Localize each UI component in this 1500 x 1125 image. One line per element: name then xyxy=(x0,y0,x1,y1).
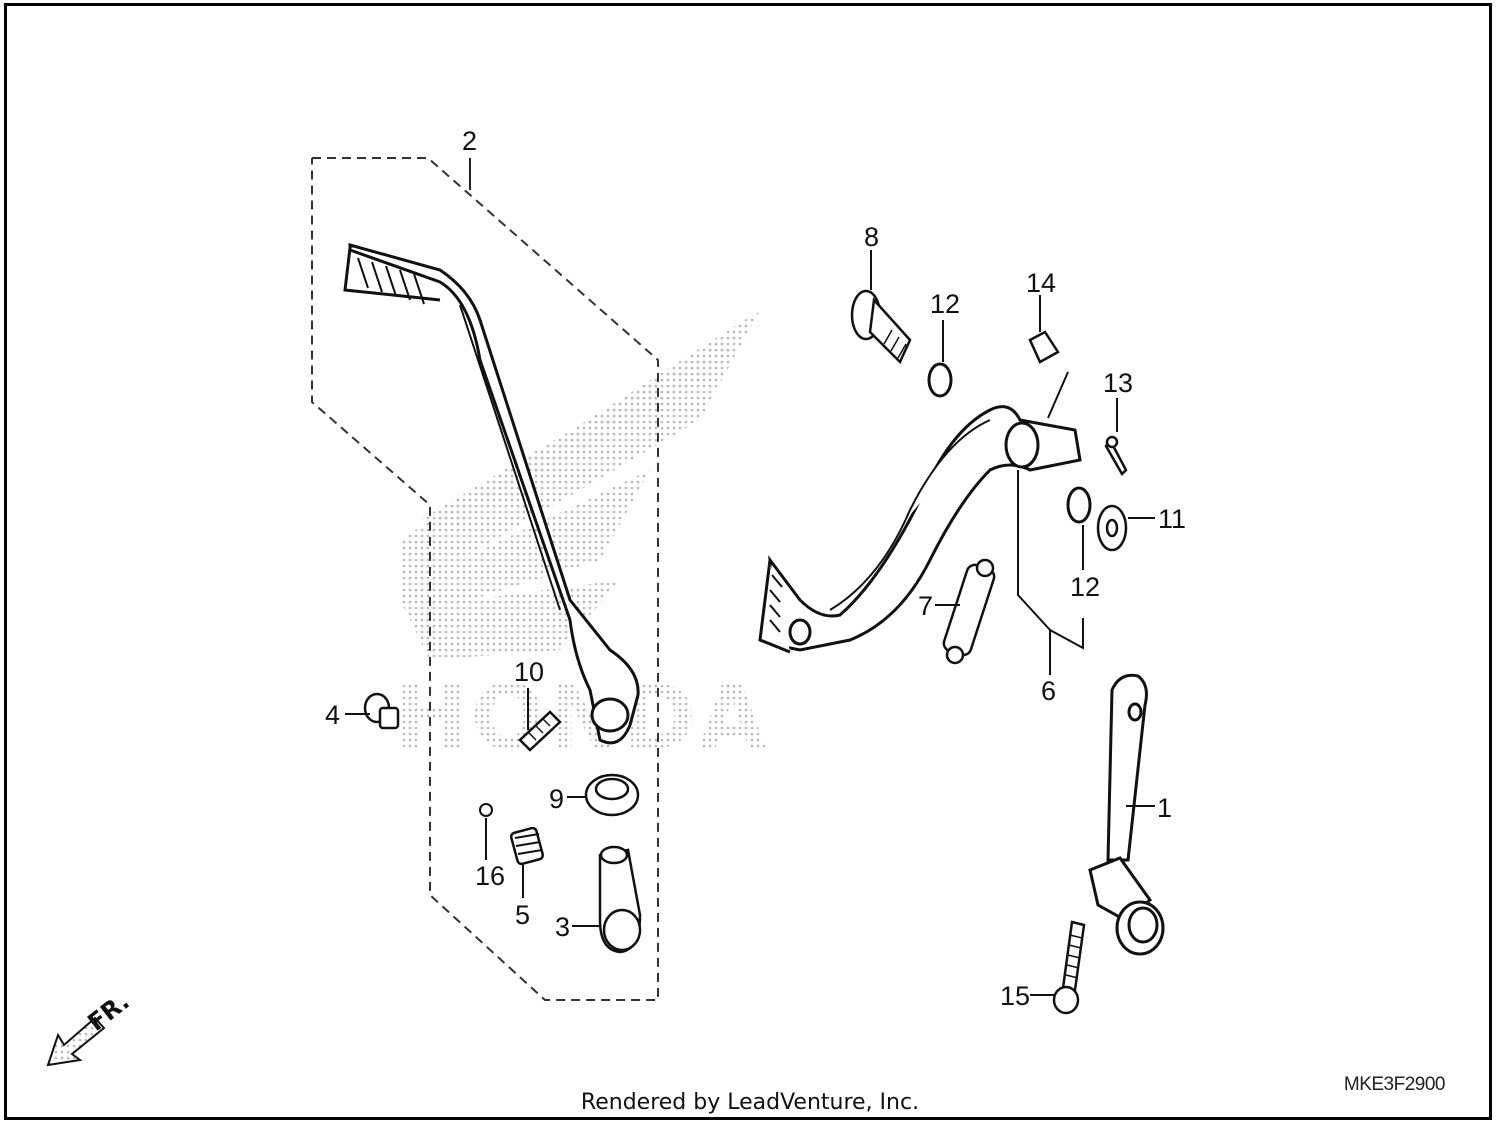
ball-16 xyxy=(479,803,493,817)
kick-pinion-3 xyxy=(598,845,642,954)
leader-6 xyxy=(1017,470,1051,675)
footer-credit: Rendered by LeadVenture, Inc. xyxy=(580,1090,920,1115)
oil-seal-9 xyxy=(584,773,640,817)
callout-5: 5 xyxy=(515,900,530,930)
callout-7: 7 xyxy=(918,591,933,621)
assembly-outline-2 xyxy=(311,157,659,1001)
bolt-10 xyxy=(518,710,562,752)
callout-16: 16 xyxy=(475,861,505,891)
washer-11 xyxy=(1096,504,1128,552)
callout-10: 10 xyxy=(514,657,544,687)
return-spring-7 xyxy=(942,558,996,665)
diagram-code: MKE3F2900 xyxy=(1343,1074,1446,1095)
callout-2: 2 xyxy=(462,126,477,156)
front-arrow-icon: FR. xyxy=(46,987,135,1067)
callout-14: 14 xyxy=(1026,268,1056,298)
o-ring-12-top xyxy=(927,362,953,398)
pivot-bolt-8 xyxy=(850,289,912,365)
callout-8: 8 xyxy=(864,222,879,252)
spring-5 xyxy=(509,826,545,866)
leader-6b xyxy=(1049,618,1084,650)
callout-4: 4 xyxy=(325,700,340,730)
cotter-pin-13 xyxy=(1104,435,1128,477)
callout-13: 13 xyxy=(1103,368,1133,398)
callout-12-top: 12 xyxy=(930,289,960,319)
honda-watermark-text: HONDA xyxy=(395,666,768,769)
callout-9: 9 xyxy=(549,784,564,814)
cotter-clip-14 xyxy=(1028,330,1060,364)
kick-starter-arm xyxy=(343,243,640,745)
bolt-4 xyxy=(363,692,400,730)
gearshift-pedal-1 xyxy=(1088,673,1165,956)
callout-1: 1 xyxy=(1157,793,1172,823)
callout-6: 6 xyxy=(1041,676,1056,706)
diagram-frame xyxy=(4,3,1492,1120)
bolt-15 xyxy=(1052,920,1086,1015)
honda-wing-logo: HONDA xyxy=(395,310,768,769)
callout-12-lower: 12 xyxy=(1070,572,1100,602)
callout-11: 11 xyxy=(1158,504,1186,534)
callout-15: 15 xyxy=(1000,981,1030,1011)
leader-14b xyxy=(1047,371,1069,419)
o-ring-12-lower xyxy=(1066,486,1092,524)
brake-pedal xyxy=(758,405,1082,654)
callout-3: 3 xyxy=(555,912,570,942)
